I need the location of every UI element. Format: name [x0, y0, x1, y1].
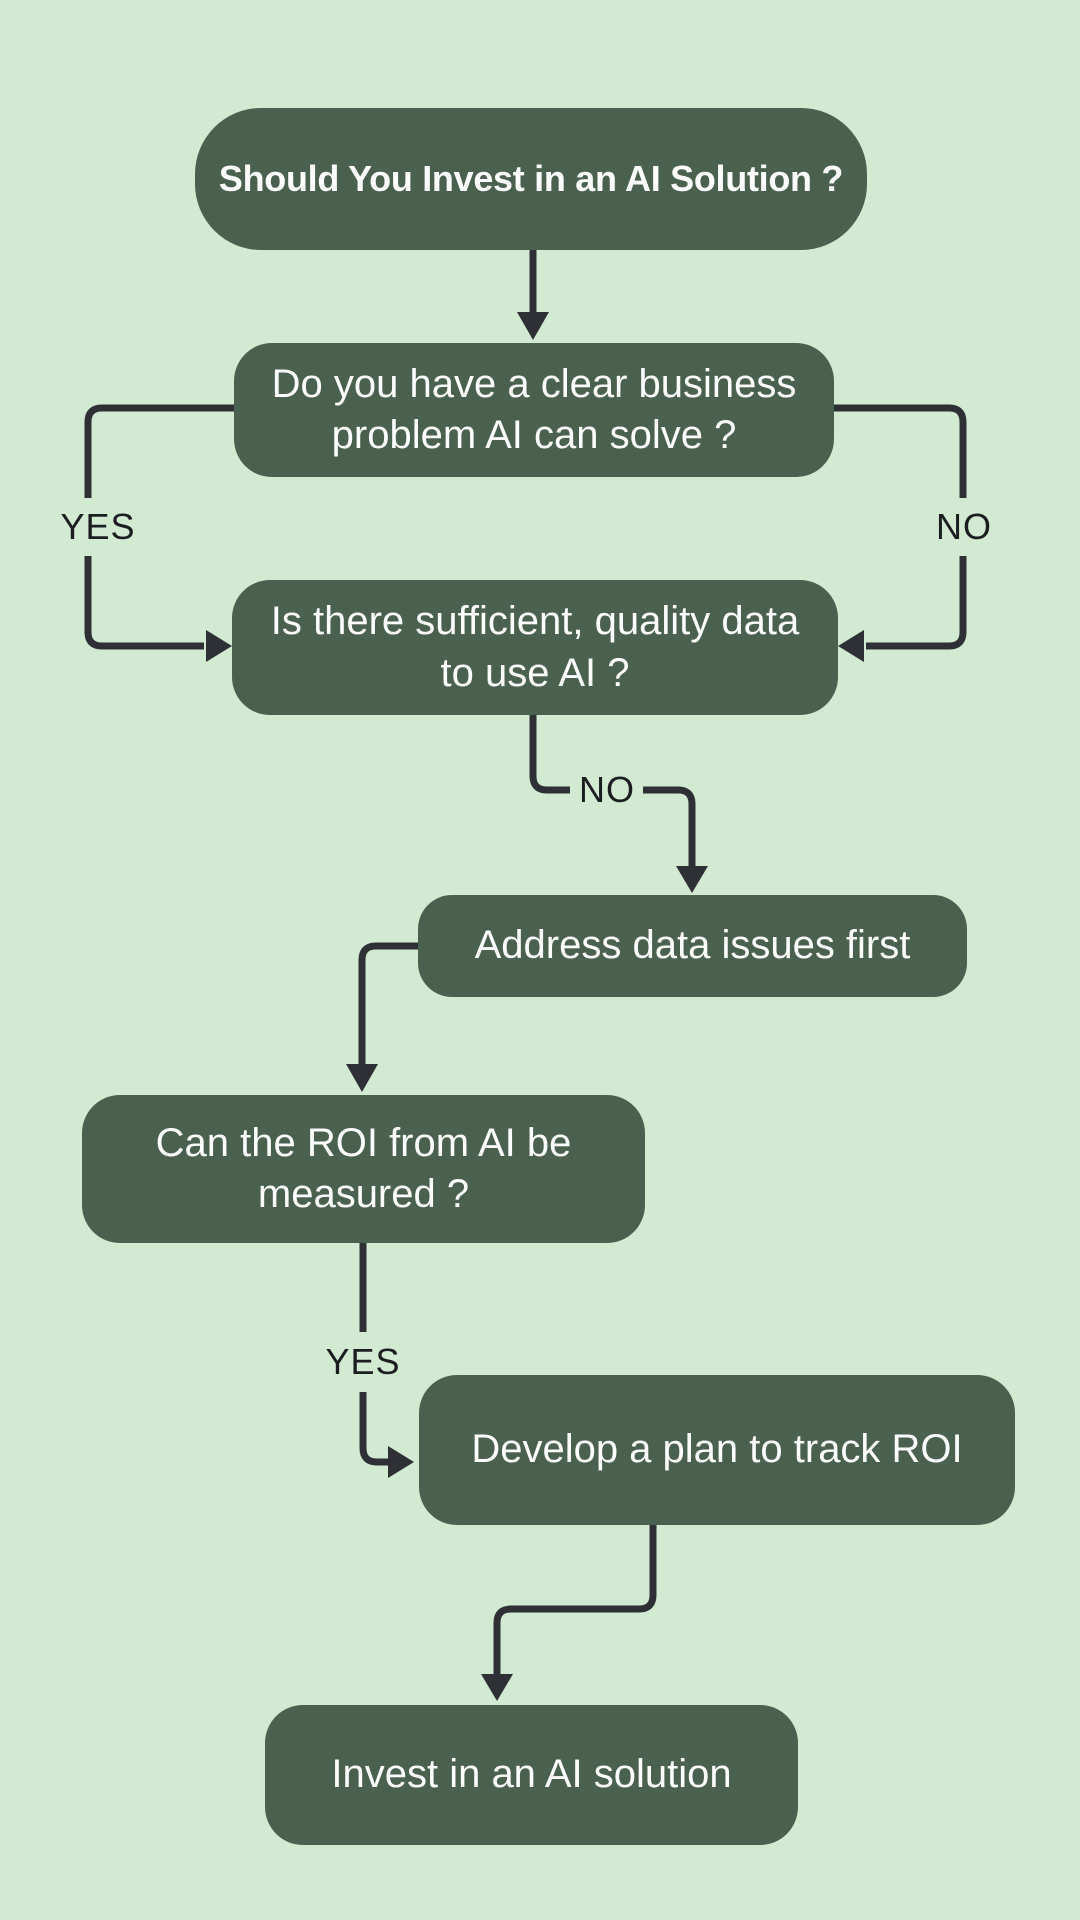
- edge-q1-yes-to-q2: [84, 404, 234, 662]
- edge-title-to-q1: [517, 250, 549, 340]
- arrow-left-icon: [838, 630, 864, 662]
- edge-label-no-business-problem: NO: [936, 506, 992, 547]
- node-action-fix-data: Address data issues first: [418, 895, 967, 997]
- edge-q1-yes-lower-line: [84, 556, 204, 650]
- edge-q2-no-to-action1: [529, 715, 708, 893]
- edge-q3-yes-lower-line: [359, 1392, 398, 1466]
- edge-q2-no-left-line: [529, 715, 570, 794]
- edge-label-yes-roi-measurable: YES: [325, 1341, 401, 1382]
- arrow-right-icon: [206, 630, 232, 662]
- edge-q3-yes-to-action2: [359, 1243, 414, 1478]
- edge-action1-to-q3: [346, 942, 418, 1092]
- arrow-right-icon: [388, 1446, 414, 1478]
- edge-label-no-data-quality: NO: [579, 769, 635, 810]
- node-end-invest: Invest in an AI solution: [265, 1705, 798, 1845]
- edge-q1-no-to-q2: [834, 404, 967, 662]
- edge-q1-no-lower-line: [866, 556, 967, 650]
- arrow-down-icon: [517, 312, 549, 340]
- edge-q1-yes-upper-line: [84, 404, 234, 498]
- arrow-down-icon: [346, 1064, 378, 1092]
- edge-action1-to-q3-line: [358, 942, 418, 1074]
- edge-action2-to-final: [481, 1525, 657, 1701]
- arrow-down-icon: [676, 866, 708, 893]
- node-question-data-quality: Is there sufficient, quality data to use…: [232, 580, 838, 715]
- edge-label-yes-business-problem: YES: [60, 506, 136, 547]
- edge-q1-no-upper-line: [834, 404, 967, 498]
- node-action-roi-plan: Develop a plan to track ROI: [419, 1375, 1015, 1525]
- node-question-business-problem: Do you have a clear business problem AI …: [234, 343, 834, 477]
- edge-action2-to-final-line: [493, 1525, 657, 1682]
- node-question-roi-measurable: Can the ROI from AI be measured ?: [82, 1095, 645, 1243]
- node-title: Should You Invest in an AI Solution ?: [195, 108, 867, 250]
- arrow-down-icon: [481, 1674, 513, 1701]
- edge-q2-no-right-line: [643, 786, 696, 878]
